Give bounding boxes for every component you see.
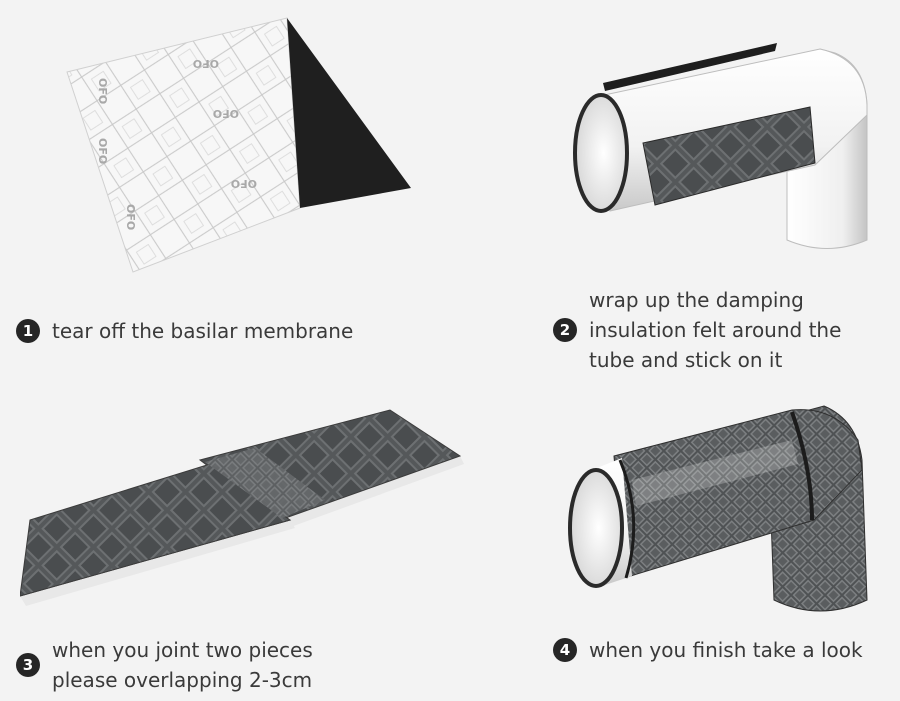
step-1-caption: 1 tear off the basilar membrane	[16, 316, 353, 346]
step-2-caption: 2 wrap up the damping insulation felt ar…	[553, 285, 841, 375]
step-2-badge: 2	[553, 318, 577, 342]
sheet-illustration: OFO OFO OFO OFO OFO OFO	[66, 17, 411, 273]
step-2-text-line-1: wrap up the damping	[589, 288, 804, 312]
step-3-badge: 3	[16, 653, 40, 677]
step-1-text: tear off the basilar membrane	[52, 319, 354, 343]
step-3-text-line-2: please overlapping 2-3cm	[52, 668, 313, 692]
overlap-pieces-illustration	[20, 409, 464, 606]
step-1-badge: 1	[16, 319, 40, 343]
wrapped-pipe-illustration	[568, 405, 868, 612]
step-4-caption: 4 when you finish take a look	[553, 635, 863, 665]
sheet-print: OFO	[231, 177, 257, 190]
step-3-caption: 3 when you joint two pieces please overl…	[16, 635, 313, 695]
step-4-text: when you finish take a look	[589, 638, 863, 662]
step-4-badge: 4	[553, 638, 577, 662]
step-3-text-line-1: when you joint two pieces	[52, 638, 313, 662]
step-2-text-line-2: insulation felt around the	[589, 318, 842, 342]
elbow-pipe-wrapping-illustration	[573, 43, 868, 249]
sheet-print: OFO	[193, 57, 219, 70]
sheet-print: OFO	[96, 78, 109, 104]
sheet-print: OFO	[96, 138, 109, 164]
step-2-text-line-3: tube and stick on it	[589, 348, 783, 372]
black-membrane-corner	[287, 18, 411, 208]
sheet-print: OFO	[213, 107, 239, 120]
sheet-print: OFO	[124, 204, 137, 230]
